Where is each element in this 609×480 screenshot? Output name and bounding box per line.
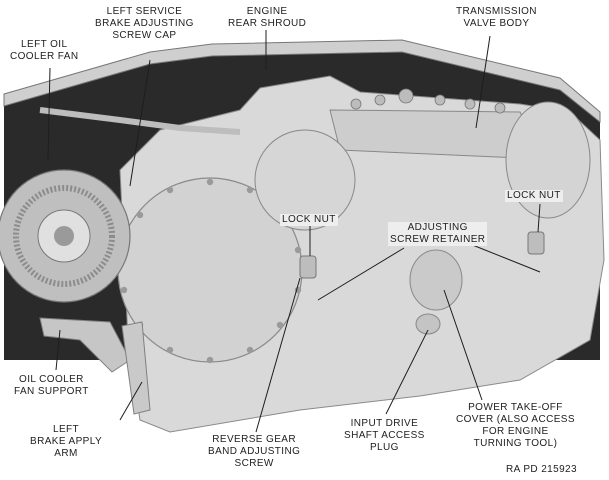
label-lock-nut-right: LOCK NUT bbox=[505, 190, 563, 202]
lock-nut-left-part bbox=[299, 255, 317, 279]
oil-cooler-fan-support bbox=[39, 317, 131, 373]
label-oil-cooler-fan-support: OIL COOLER FAN SUPPORT bbox=[14, 374, 89, 397]
label-lock-nut-left: LOCK NUT bbox=[280, 214, 338, 226]
upper-cover bbox=[254, 129, 356, 231]
power-take-off-cover bbox=[409, 249, 463, 311]
engine-rear-shroud bbox=[3, 39, 601, 124]
input-drive-shaft-access-plug bbox=[415, 313, 441, 335]
leader-lines bbox=[47, 30, 541, 433]
label-engine-rear-shroud: ENGINE REAR SHROUD bbox=[228, 6, 307, 29]
label-adjusting-screw-retainer: ADJUSTING SCREW RETAINER bbox=[388, 222, 488, 246]
label-left-oil-cooler-fan: LEFT OIL COOLER FAN bbox=[10, 39, 79, 62]
label-left-brake-apply-arm: LEFT BRAKE APPLY ARM bbox=[30, 424, 103, 459]
label-left-service-brake-adjusting-screw-cap: LEFT SERVICE BRAKE ADJUSTING SCREW CAP bbox=[95, 6, 194, 41]
label-transmission-valve-body: TRANSMISSION VALVE BODY bbox=[456, 6, 537, 29]
right-end-cover bbox=[505, 101, 591, 219]
label-input-drive-shaft-access-plug: INPUT DRIVE SHAFT ACCESS PLUG bbox=[344, 418, 425, 453]
brake-line-tube bbox=[39, 107, 241, 135]
label-power-take-off-cover: POWER TAKE-OFF COVER (ALSO ACCESS FOR EN… bbox=[456, 402, 575, 449]
lock-nut-right-part bbox=[527, 231, 545, 255]
left-brake-apply-arm bbox=[121, 321, 151, 415]
reference-number: RA PD 215923 bbox=[506, 464, 577, 475]
label-reverse-gear-band-adjusting-screw: REVERSE GEAR BAND ADJUSTING SCREW bbox=[208, 434, 301, 469]
